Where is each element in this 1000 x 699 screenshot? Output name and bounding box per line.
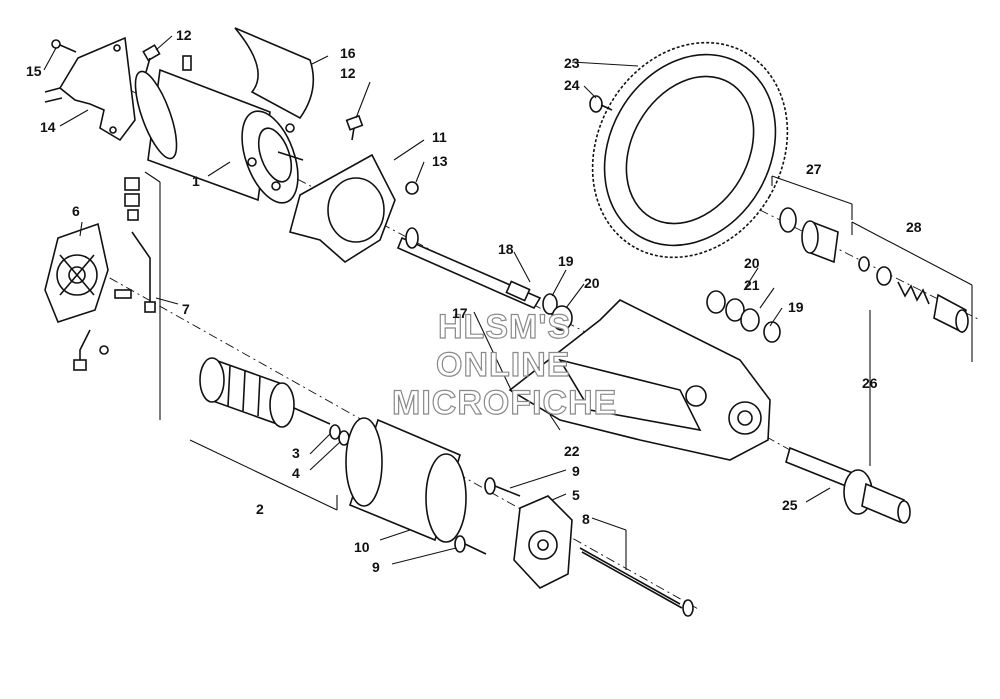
through-bolt	[579, 547, 694, 617]
starter-mount-bracket	[508, 299, 771, 461]
ring-gear-bolt	[589, 95, 613, 113]
callout-10: 10	[354, 539, 370, 555]
brush-lead	[73, 329, 109, 371]
callout-9-upper: 9	[572, 463, 580, 479]
armature-bracket-lines	[144, 171, 338, 511]
callout-13: 13	[432, 153, 448, 169]
starter-motor	[134, 55, 304, 204]
callout-2: 2	[256, 501, 264, 517]
screw-lower	[345, 114, 364, 141]
ring-gear	[591, 41, 789, 259]
callout-15: 15	[26, 63, 42, 79]
spring-cap	[876, 266, 969, 334]
callout-26: 26	[862, 375, 878, 391]
motor-cover	[234, 27, 315, 120]
bracket-bolt	[51, 39, 77, 53]
end-cap	[513, 495, 573, 589]
callout-18: 18	[498, 241, 514, 257]
callout-16: 16	[340, 45, 356, 61]
retaining-rings-right	[706, 290, 781, 343]
callout-1: 1	[192, 173, 200, 189]
washers	[329, 424, 350, 446]
callout-25: 25	[782, 497, 798, 513]
brush-terminal	[114, 177, 156, 313]
callout-7: 7	[182, 301, 190, 317]
end-cap-bolt-upper	[484, 477, 521, 497]
callout-labels: 15 14 12 1 16 12 11 13 6 7 18 19 20 17 2…	[26, 27, 922, 575]
pinion-gear	[779, 207, 870, 272]
callout-12-lower: 12	[340, 65, 356, 81]
callout-5: 5	[572, 487, 580, 503]
callout-3: 3	[292, 445, 300, 461]
callout-4: 4	[292, 465, 300, 481]
callout-19-right: 19	[788, 299, 804, 315]
callout-14: 14	[40, 119, 56, 135]
callout-27: 27	[806, 161, 822, 177]
end-cap-bolt-lower	[454, 535, 487, 555]
callout-17: 17	[452, 305, 468, 321]
drive-shaft	[396, 227, 542, 310]
callout-21: 21	[744, 277, 760, 293]
callout-8: 8	[582, 511, 590, 527]
callout-11: 11	[432, 129, 447, 145]
callout-20-left: 20	[584, 275, 600, 291]
callout-12-upper: 12	[176, 27, 192, 43]
callout-19-left: 19	[558, 253, 574, 269]
callout-24: 24	[564, 77, 580, 93]
armature	[199, 357, 331, 428]
callout-22: 22	[564, 443, 580, 459]
watermark-line-3: MICROFICHE	[392, 384, 617, 422]
callout-20-right: 20	[744, 255, 760, 271]
mounting-bracket	[44, 36, 136, 142]
starter-drive	[785, 446, 911, 524]
watermark-line-2: ONLINE	[436, 346, 570, 384]
brush-plate	[44, 222, 109, 323]
callout-28: 28	[906, 219, 922, 235]
watermark: HLSM'S ONLINE MICROFICHE	[391, 307, 617, 422]
drive-housing	[289, 153, 419, 263]
motor-housing	[345, 417, 467, 543]
callout-23: 23	[564, 55, 580, 71]
drive-group-brackets	[771, 175, 973, 466]
retaining-rings-left	[542, 293, 573, 331]
callout-6: 6	[72, 203, 80, 219]
leader-lines	[43, 35, 831, 570]
watermark-line-1: HLSM'S	[438, 308, 571, 346]
callout-9-lower: 9	[372, 559, 380, 575]
